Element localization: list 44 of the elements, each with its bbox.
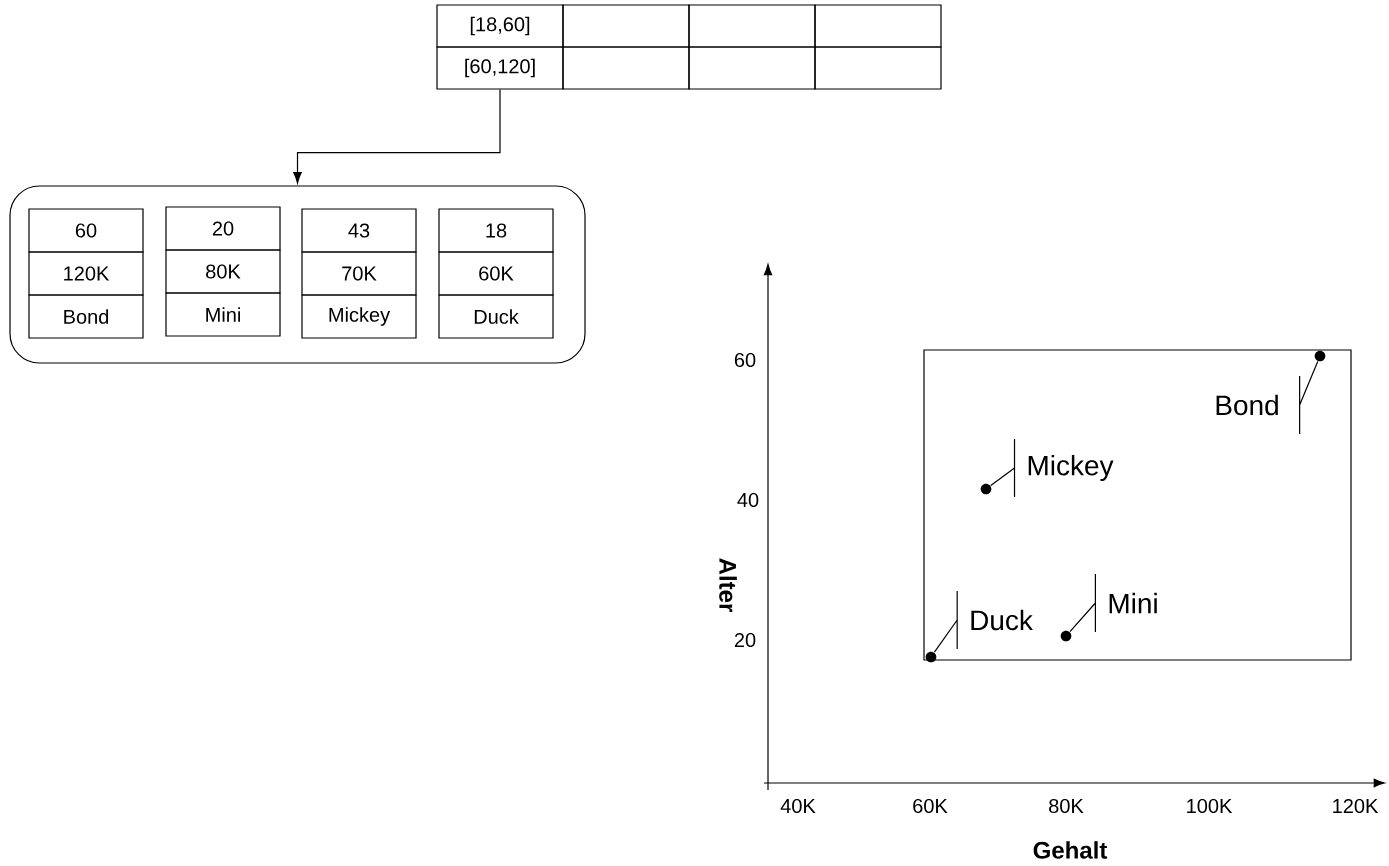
tick-label: 60K [913, 798, 948, 814]
axis-title: Alter [719, 558, 737, 612]
record-cell: Mickey [301, 294, 417, 339]
tick-label: 100K [1187, 798, 1233, 814]
record-cell: 60 [28, 208, 144, 253]
record-cell: 60K [438, 251, 554, 296]
record-cell: 18 [438, 208, 554, 253]
data-point [1060, 630, 1072, 642]
table-cell [688, 46, 816, 90]
record-cell: 20 [165, 206, 281, 251]
record-cell: Mini [165, 292, 281, 337]
table-cell [688, 4, 816, 48]
arrow [293, 89, 501, 184]
table-cell: [60,120] [436, 46, 564, 90]
point-label: Mini [1109, 592, 1157, 614]
tick-label: 40 [737, 492, 759, 508]
table-cell [814, 4, 942, 48]
record-cell: 120K [28, 251, 144, 296]
point-label: Duck [971, 609, 1033, 631]
table-cell [814, 46, 942, 90]
record-cell: Duck [438, 294, 554, 339]
record-cell: Bond [28, 294, 144, 339]
tick-label: 80K [1049, 798, 1084, 814]
data-point [1314, 350, 1326, 362]
record-cell: 43 [301, 208, 417, 253]
data-point [925, 651, 937, 663]
leader-line [933, 590, 958, 653]
tick-label: 60 [734, 352, 756, 368]
tick-label: 120K [1333, 798, 1379, 814]
table-cell [562, 4, 690, 48]
point-label: Mickey [1028, 454, 1114, 482]
table-cell [562, 46, 690, 90]
record-cell: 80K [165, 249, 281, 294]
table-cell: [18,60] [436, 4, 564, 48]
leader-line [1299, 360, 1319, 435]
leader-line [1069, 573, 1096, 633]
axis-title: Gehalt [1033, 841, 1108, 859]
leader-line [990, 438, 1016, 498]
tick-label: 20 [734, 632, 756, 648]
point-label: Bond [1216, 394, 1278, 416]
tick-label: 40K [780, 798, 816, 814]
data-point [980, 483, 992, 495]
record-cell: 70K [301, 251, 417, 296]
bucket-box [9, 185, 586, 364]
